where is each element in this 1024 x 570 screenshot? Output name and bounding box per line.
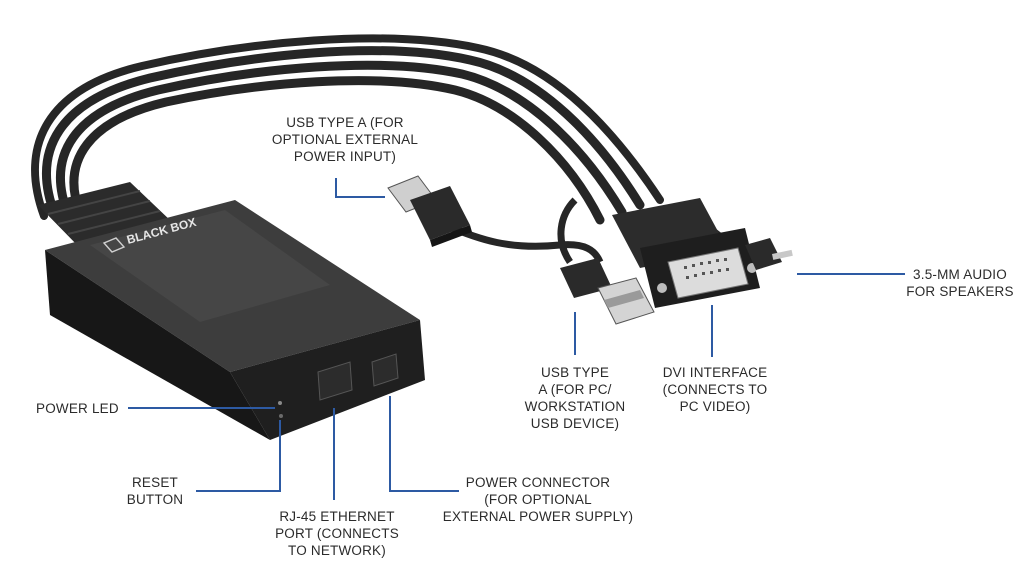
dvi-connector bbox=[612, 198, 760, 308]
power-port bbox=[371, 353, 399, 387]
rj45-port bbox=[317, 361, 353, 401]
callout-audio: 3.5-MM AUDIO FOR SPEAKERS bbox=[906, 267, 1014, 299]
reset-button-hole bbox=[279, 414, 283, 418]
leader-usb-power bbox=[335, 178, 385, 198]
power-led bbox=[278, 401, 282, 405]
callout-power-connector: POWER CONNECTOR (FOR OPTIONAL EXTERNAL P… bbox=[442, 475, 634, 524]
leader-power-connector bbox=[389, 396, 459, 492]
leader-lines bbox=[128, 178, 905, 500]
usb-pc-plug bbox=[560, 258, 655, 325]
callout-rj45: RJ-45 ETHERNET PORT (CONNECTS TO NETWORK… bbox=[275, 509, 399, 558]
adapter-body: BLACK BOX bbox=[38, 182, 425, 440]
callout-power-led: POWER LED bbox=[36, 401, 119, 416]
audio-plug bbox=[745, 238, 793, 270]
usb-power-plug bbox=[387, 175, 472, 247]
callout-usb-power: USB TYPE A (FOR OPTIONAL EXTERNAL POWER … bbox=[271, 115, 419, 164]
cable-bundle bbox=[31, 34, 763, 268]
leader-reset bbox=[196, 420, 281, 492]
callout-dvi: DVI INTERFACE (CONNECTS TO PC VIDEO) bbox=[662, 365, 768, 414]
usb-power-cable bbox=[443, 197, 604, 264]
brand-logo-icon bbox=[102, 237, 126, 253]
callout-usb-pc: USB TYPE A (FOR PC/ WORKSTATION USB DEVI… bbox=[524, 365, 626, 431]
callout-reset: RESET BUTTON bbox=[126, 475, 184, 507]
